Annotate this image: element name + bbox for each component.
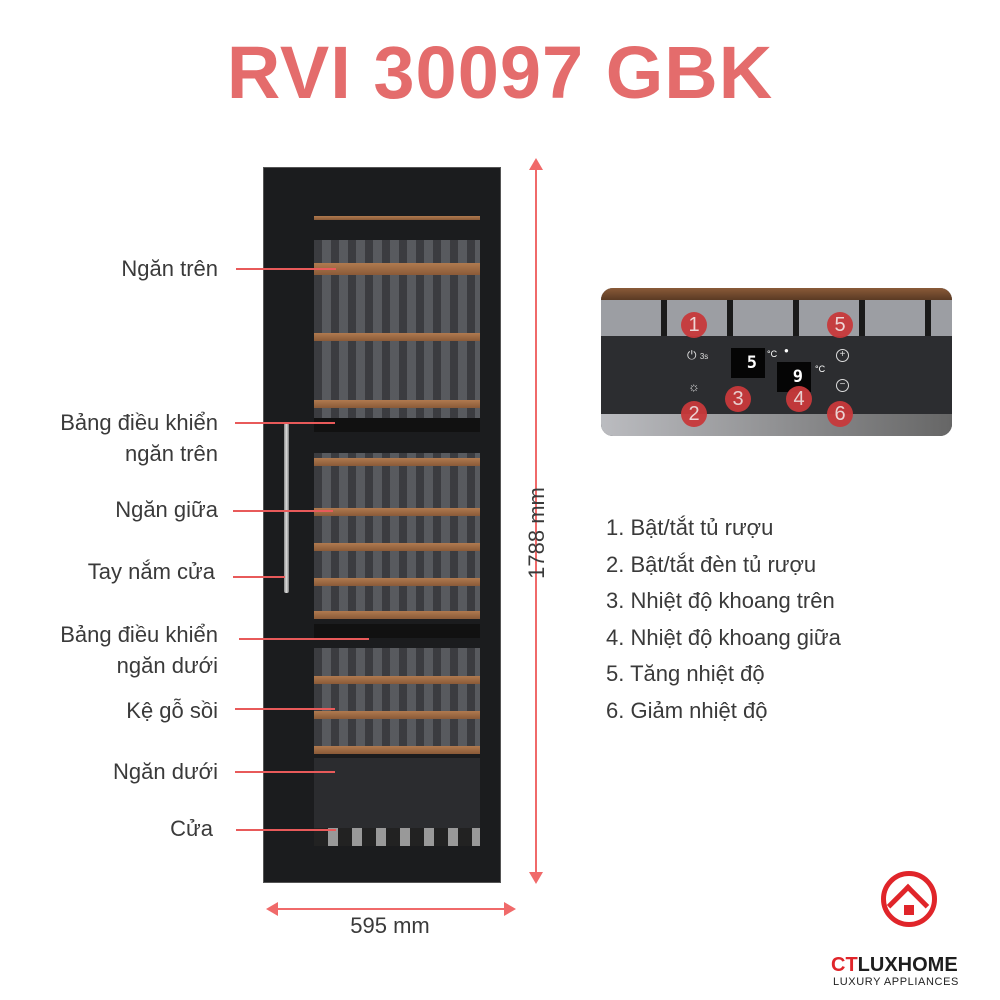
label-door-handle: Tay nắm cửa <box>87 559 215 584</box>
legend-item: 4. Nhiệt độ khoang giữa <box>606 624 841 650</box>
logo-tagline: LUXURY APPLIANCES <box>833 976 959 988</box>
middle-shelf-1 <box>314 458 480 466</box>
logo-ct: CT <box>831 954 858 976</box>
badge-2: 2 <box>681 401 707 427</box>
leader-door <box>236 829 336 831</box>
logo-luxhome: LUXHOME <box>857 954 958 976</box>
middle-shelf-5 <box>314 611 480 619</box>
label-lower-compartment: Ngăn dưới <box>113 759 218 784</box>
badge-3: 3 <box>725 386 751 412</box>
label-upper-compartment: Ngăn trên <box>121 256 218 281</box>
badge-1: 1 <box>681 312 707 338</box>
upper-shelf-1 <box>314 263 480 275</box>
leader-lower-compartment <box>235 771 335 773</box>
height-arrow-down-icon <box>529 872 543 884</box>
oak-shelf-1 <box>314 676 480 684</box>
label-lower-control-panel: Bảng điều khiển ngăn dưới <box>60 619 218 681</box>
label-upper-control-panel-line1: Bảng điều khiển <box>60 410 218 435</box>
lower-compartment <box>314 758 480 828</box>
label-oak-shelf: Kệ gỗ sồi <box>126 698 218 723</box>
logo-window-icon <box>904 905 914 915</box>
logo-wordmark: CTLUXHOME <box>831 954 991 977</box>
upper-shelf-3 <box>314 400 480 408</box>
top-trim <box>314 216 480 220</box>
upper-shelf-2 <box>314 333 480 341</box>
badge-5: 5 <box>827 312 853 338</box>
width-dimension-label: 595 mm <box>350 913 430 938</box>
control-legend: 1. Bật/tắt tủ rượu 2. Bật/tắt đèn tủ rượ… <box>606 510 841 729</box>
legend-item: 1. Bật/tắt tủ rượu <box>606 515 774 540</box>
lower-control-panel <box>314 624 480 638</box>
logo-circle-icon <box>881 871 937 927</box>
legend-item: 5. Tăng nhiệt độ <box>606 661 765 686</box>
width-dimension-line <box>272 908 510 910</box>
badge-6: 6 <box>827 401 853 427</box>
product-title: RVI 30097 GBK <box>226 31 774 114</box>
control-bar <box>601 336 952 414</box>
middle-shelf-4 <box>314 578 480 586</box>
height-dimension-label: 1788 mm <box>524 487 549 579</box>
ctluxhome-logo: CTLUXHOME LUXURY APPLIANCES <box>831 868 991 998</box>
upper-temp-display: 5 <box>731 348 765 378</box>
upper-control-panel <box>314 418 480 432</box>
leader-middle-compartment <box>233 510 333 512</box>
middle-shelf-3 <box>314 543 480 551</box>
label-lower-control-panel-line1: Bảng điều khiển <box>60 622 218 647</box>
leader-door-handle <box>233 576 285 578</box>
oak-shelf-3 <box>314 746 480 754</box>
lower-rack <box>314 648 480 748</box>
middle-shelf-2 <box>314 508 480 516</box>
legend-item: 6. Giảm nhiệt độ <box>606 697 768 723</box>
upper-temp-unit: °C <box>767 349 778 359</box>
height-dimension-line <box>535 165 537 875</box>
badge-4: 4 <box>786 386 812 412</box>
width-arrow-right-icon <box>504 902 516 916</box>
label-upper-control-panel: Bảng điều khiển ngăn trên <box>60 407 218 469</box>
minus-icon[interactable]: − <box>836 379 849 392</box>
leader-upper-control-panel <box>235 422 335 424</box>
light-bulb-icon[interactable]: ☼ <box>688 379 700 394</box>
height-arrow-up-icon <box>529 158 543 170</box>
leader-oak-shelf <box>235 708 335 710</box>
label-upper-control-panel-line2: ngăn trên <box>125 441 218 466</box>
leader-upper-compartment <box>236 268 336 270</box>
door-handle[interactable] <box>284 423 289 593</box>
middle-temp-unit: °C <box>815 364 826 374</box>
steel-trim <box>601 414 952 436</box>
label-door: Cửa <box>170 816 213 841</box>
middle-rack <box>314 453 480 613</box>
legend-item: 3. Nhiệt độ khoang trên <box>606 588 835 613</box>
indicator-dot: ● <box>784 346 789 355</box>
oak-shelf-2 <box>314 711 480 719</box>
label-middle-compartment: Ngăn giữa <box>115 497 218 522</box>
wood-shelf-edge <box>601 288 952 300</box>
control-panel-closeup: ⏻ 3s ☼ 5 °C ● 9 °C + − 1 2 3 4 5 6 <box>601 288 952 436</box>
leader-lower-control-panel <box>239 638 369 640</box>
bottom-bottle-rest <box>314 828 480 846</box>
legend-item: 2. Bật/tắt đèn tủ rượu <box>606 551 817 577</box>
plus-icon[interactable]: + <box>836 349 849 362</box>
label-lower-control-panel-line2: ngăn dưới <box>116 653 218 678</box>
power-hold-label: 3s <box>699 352 709 361</box>
power-icon[interactable]: ⏻ 3s <box>687 348 709 362</box>
wine-cabinet-image <box>263 167 501 883</box>
